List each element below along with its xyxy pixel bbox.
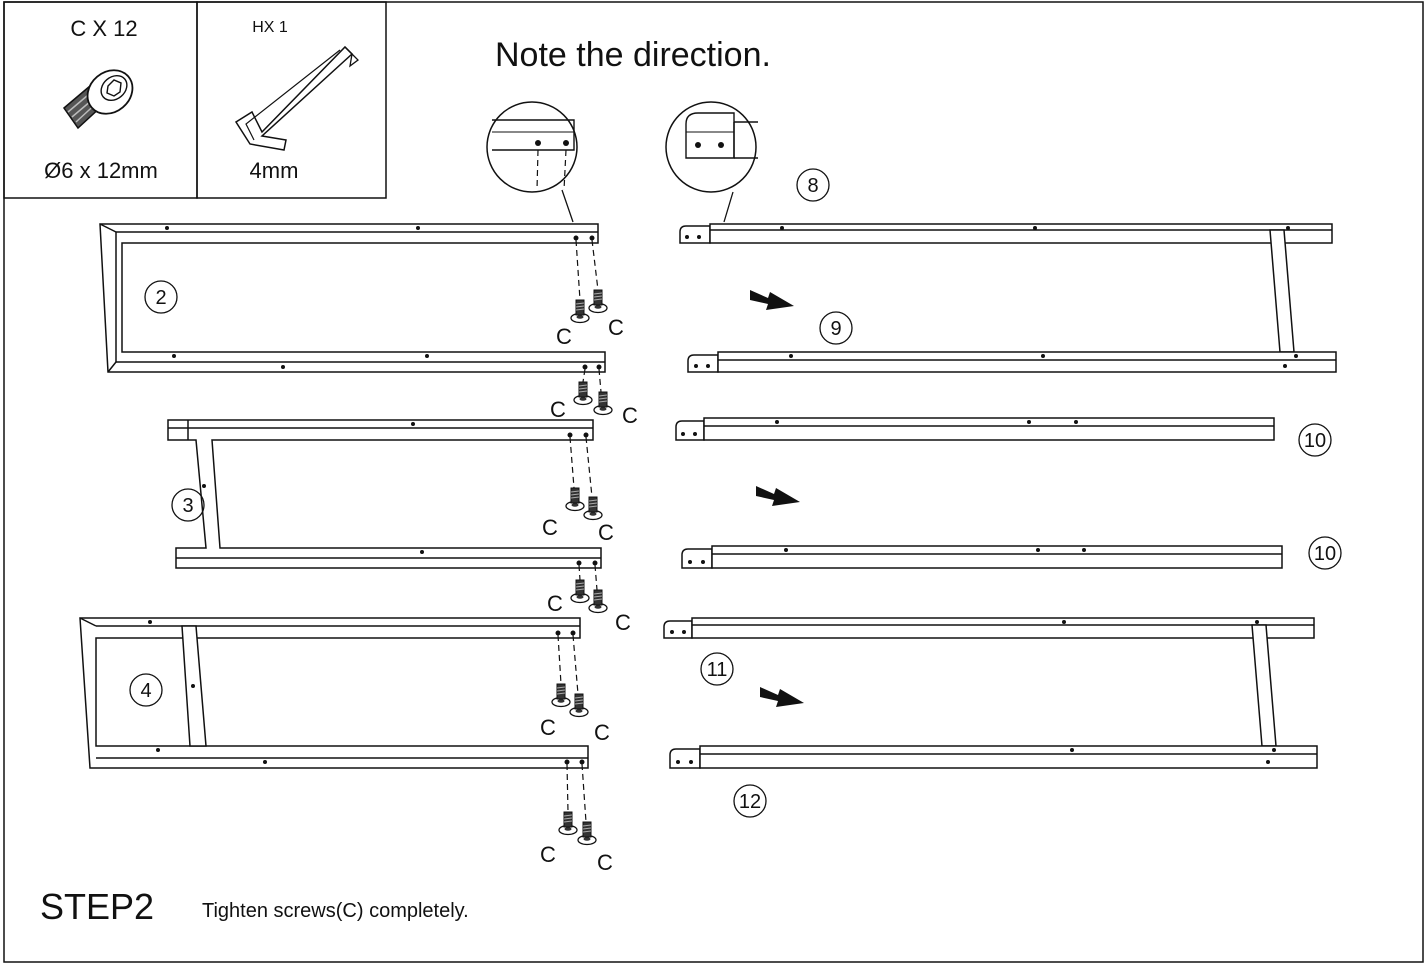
direction-note: Note the direction. [495,36,771,74]
screw-labels: C C C C C C C C C C C C [540,315,638,875]
part-number-labels: 2 3 4 8 9 10 10 11 12 [129,168,1342,818]
part-number-2: 2 [155,287,166,309]
screw-count-label: C X 12 [70,16,137,41]
screw-label-c: C [622,403,638,428]
hexkey-size-label: 4mm [250,158,299,183]
screw-label-c: C [594,720,610,745]
screw-icon [588,289,608,314]
page-frame [3,1,1424,963]
screw-label-c: C [608,315,624,340]
screw-label-c: C [615,610,631,635]
screw-label-c: C [547,591,563,616]
screw-icon [573,381,593,406]
screw-label-c: C [542,515,558,540]
frame-part-11-12 [663,617,1318,769]
part-number-9: 9 [830,318,841,340]
detail-magnifier-left [486,101,578,223]
frame-part-8-9 [679,223,1337,373]
screw-label-c: C [597,850,613,875]
screw-icon [558,811,578,836]
part-number-11: 11 [707,659,728,681]
step-instruction: Tighten screws(C) completely. [202,900,469,922]
screw-label-c: C [540,842,556,867]
detail-magnifier-right [665,101,758,223]
frame-part-3 [167,419,602,569]
screw-guide-lines [557,239,602,823]
rail-part-10-bottom [681,545,1283,569]
part-number-10: 10 [1314,543,1336,565]
screw-icon [62,69,134,130]
screw-icon [577,821,597,846]
screw-icon [588,589,608,614]
hardware-legend: C X 12 Ø6 x 12mm HX 1 4mm [3,1,387,199]
screw-size-label: Ø6 x 12mm [44,158,158,183]
screw-icon [583,496,603,521]
frame-part-2 [99,223,606,373]
screw-icon [593,391,613,416]
hex-key-icon [234,45,359,151]
screw-label-c: C [598,520,614,545]
part-number-4: 4 [140,680,151,702]
hexkey-count-label: HX 1 [252,19,288,36]
screw-icon [569,693,589,718]
screw-icon [570,579,590,604]
direction-arrow-icon [760,687,804,707]
part-number-8: 8 [807,175,818,197]
direction-arrow-icon [750,290,794,310]
screw-icon [551,683,571,708]
part-number-3: 3 [182,495,193,517]
screw-label-c: C [556,324,572,349]
screw-icon [570,299,590,324]
screw-label-c: C [550,397,566,422]
direction-arrow-icon [756,486,800,506]
step-title: STEP2 [40,886,154,927]
part-number-10: 10 [1304,430,1326,452]
screw-label-c: C [540,715,556,740]
rail-part-10-top [675,417,1275,441]
screw-icon [565,487,585,512]
frame-part-4 [79,617,589,769]
part-number-12: 12 [739,791,761,813]
